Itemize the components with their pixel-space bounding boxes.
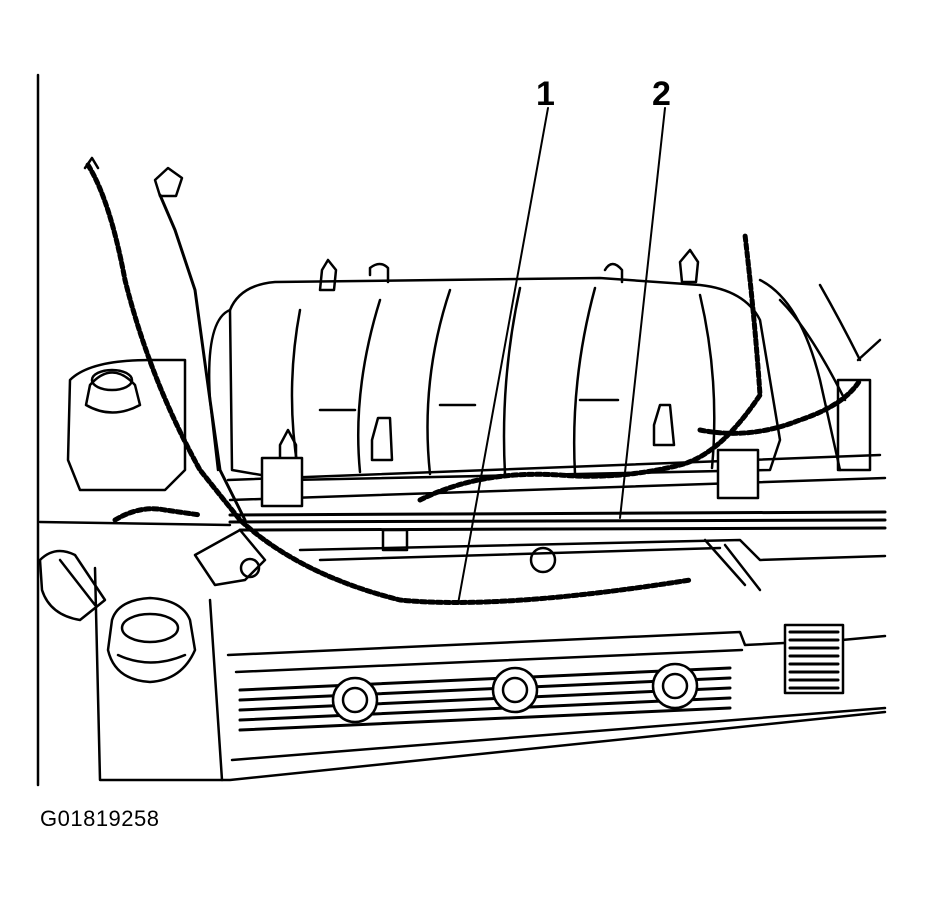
callout-2: 2 — [652, 75, 671, 113]
leader-line-2 — [619, 107, 666, 519]
left-brackets — [38, 520, 267, 622]
right-wiring — [758, 278, 882, 472]
wiring-harness — [85, 162, 863, 605]
callout-1: 1 — [536, 75, 555, 113]
intake-manifold — [228, 248, 782, 482]
harness-end — [83, 156, 100, 170]
fuel-rail — [226, 448, 887, 592]
fuel-line-loop — [207, 308, 232, 472]
engine-cover — [93, 566, 887, 782]
fuel-feed-tube-fitting — [153, 166, 184, 198]
coolant-cap — [66, 358, 187, 492]
fuel-feed-tube — [158, 193, 247, 522]
oil-filler-cap — [106, 596, 197, 684]
figure-id: G01819258 — [40, 806, 160, 831]
leader-line-1 — [457, 107, 549, 605]
